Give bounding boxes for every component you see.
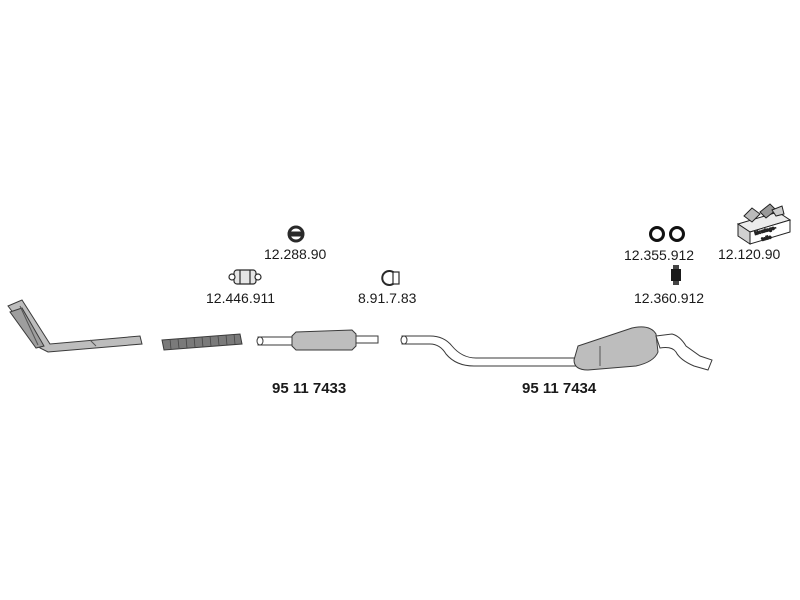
- kit-box-text-2: teile: [761, 234, 772, 243]
- label-clamp-ring: 12.288.90: [264, 246, 327, 262]
- label-double-clamp: 12.446.911: [206, 290, 276, 306]
- rubber-hanger-icon: [671, 265, 681, 285]
- rubber-rings-icon: [649, 226, 685, 242]
- label-mounting-kit: 12.120.90: [718, 246, 781, 262]
- ring-clamp-icon: [287, 225, 305, 243]
- middle-silencer-drawing: [256, 329, 379, 351]
- label-rubber-rings: 12.355.912: [624, 247, 695, 263]
- label-rubber-hanger: 12.360.912: [634, 290, 705, 306]
- flex-pipe: [161, 333, 243, 351]
- label-rear-silencer: 95 11 7434: [522, 380, 597, 397]
- label-u-clamp: 8.91.7.83: [358, 290, 417, 306]
- mounting-kit-box-icon: Montage- teile: [736, 203, 792, 245]
- front-pipe: [7, 299, 143, 353]
- double-clamp-icon: [228, 269, 262, 285]
- label-middle-silencer: 95 11 7433: [272, 380, 347, 397]
- u-clamp-icon: [381, 270, 400, 286]
- rear-silencer-drawing: [400, 326, 713, 371]
